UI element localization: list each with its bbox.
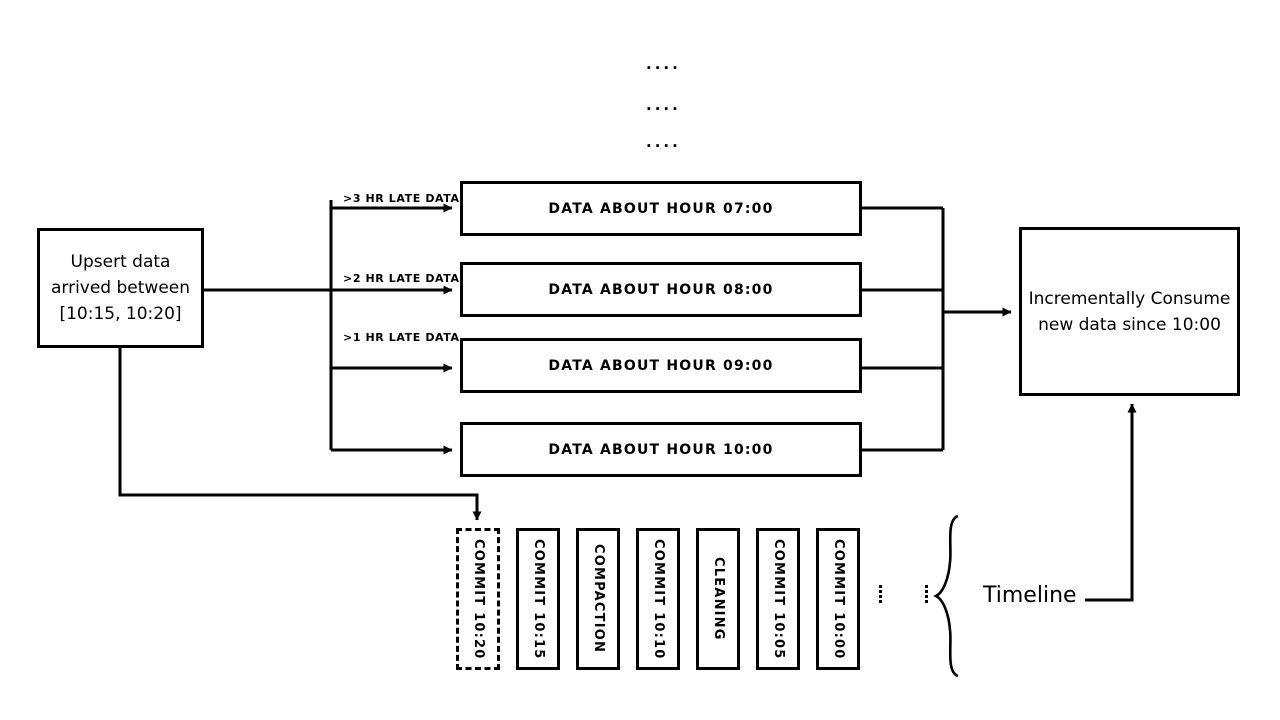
commit-box-1005[interactable]: COMMIT 10:05	[756, 528, 800, 670]
data-box-hour-07-label: DATA ABOUT HOUR 07:00	[548, 200, 774, 217]
top-ellipsis-row-1: ....	[646, 55, 681, 73]
timeline-label: Timeline	[983, 583, 1077, 608]
data-box-hour-08-label: DATA ABOUT HOUR 08:00	[548, 281, 774, 298]
consume-line-2: new data since 10:00	[1038, 314, 1221, 335]
data-box-hour-10-label: DATA ABOUT HOUR 10:00	[548, 441, 774, 458]
commit-box-cleaning-label: CLEANING	[711, 557, 726, 641]
upsert-line-1: Upsert data	[70, 252, 171, 272]
data-box-hour-09[interactable]: DATA ABOUT HOUR 09:00	[460, 338, 862, 393]
commit-box-new[interactable]: COMMIT 10:20	[456, 528, 500, 670]
commit-box-compaction-label: COMPACTION	[591, 544, 606, 654]
upsert-source-box[interactable]: Upsert data arrived between [10:15, 10:2…	[37, 228, 204, 348]
top-ellipsis-row-3: ....	[646, 133, 681, 151]
commit-box-1000-label: COMMIT 10:00	[831, 538, 846, 660]
commit-box-1010-label: COMMIT 10:10	[651, 538, 666, 660]
data-box-hour-08[interactable]: DATA ABOUT HOUR 08:00	[460, 262, 862, 317]
late-label-1hr: >1 HR LATE DATA	[343, 331, 460, 344]
commit-box-1000[interactable]: COMMIT 10:00	[816, 528, 860, 670]
data-box-hour-10[interactable]: DATA ABOUT HOUR 10:00	[460, 422, 862, 477]
timeline-more-dots-left	[879, 583, 883, 605]
data-box-hour-07[interactable]: DATA ABOUT HOUR 07:00	[460, 181, 862, 236]
upsert-line-2: arrived between	[50, 278, 191, 298]
timeline-more-dots-right	[925, 583, 929, 605]
edge-timeline-to-consume	[1085, 403, 1137, 602]
commit-box-new-label: COMMIT 10:20	[471, 538, 486, 660]
commit-box-cleaning[interactable]: CLEANING	[696, 528, 740, 670]
late-label-3hr: >3 HR LATE DATA	[343, 192, 460, 205]
consume-line-1: Incrementally Consume	[1028, 288, 1231, 309]
data-box-hour-09-label: DATA ABOUT HOUR 09:00	[548, 357, 774, 374]
timeline-brace	[933, 514, 959, 678]
commit-box-compaction[interactable]: COMPACTION	[576, 528, 620, 670]
top-ellipsis-row-2: ....	[646, 96, 681, 114]
commit-box-1005-label: COMMIT 10:05	[771, 538, 786, 660]
commit-box-1010[interactable]: COMMIT 10:10	[636, 528, 680, 670]
upsert-line-3: [10:15, 10:20]	[59, 304, 182, 324]
late-label-2hr: >2 HR LATE DATA	[343, 272, 460, 285]
commit-box-1015[interactable]: COMMIT 10:15	[516, 528, 560, 670]
commit-box-1015-label: COMMIT 10:15	[531, 538, 546, 660]
incremental-consume-box[interactable]: Incrementally Consume new data since 10:…	[1019, 227, 1240, 396]
edge-source-to-commit	[118, 348, 482, 521]
